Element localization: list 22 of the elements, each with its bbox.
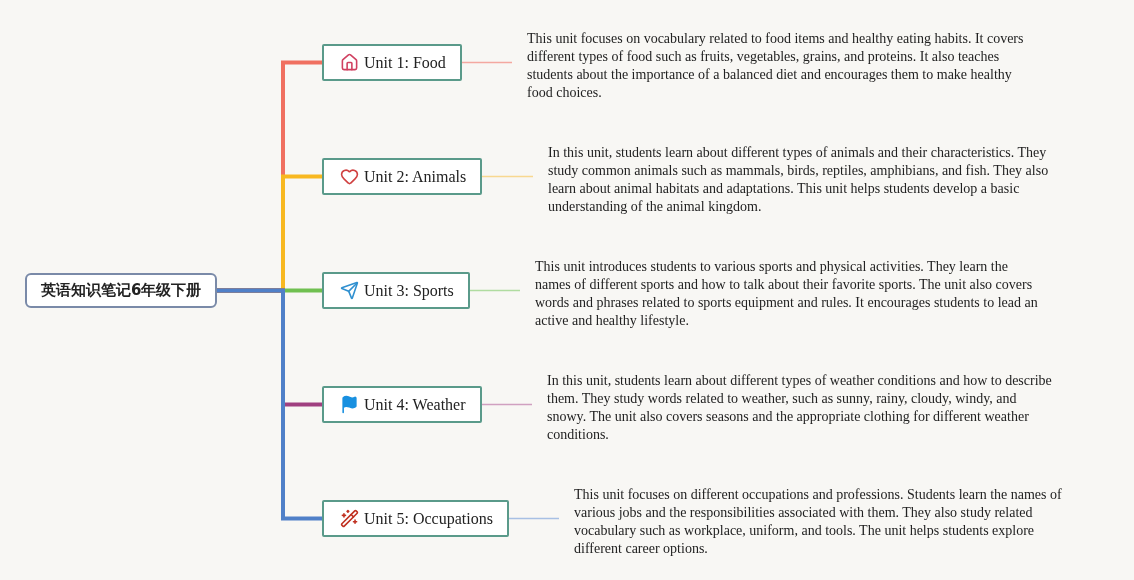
- topic-label: Unit 5: Occupations: [364, 509, 493, 528]
- topic-box: [322, 272, 470, 309]
- connector-line: [469, 289, 521, 292]
- connector-line: [481, 175, 534, 178]
- topic-note: This unit introduces students to various sports and physical activities. They learn the names of different sports and how to talk about their favorite sports. The unit also covers words and phrases related to sports equipment and rules. It encourages students to lead an active and healthy lifestyle.: [535, 259, 1038, 328]
- root-topic: 英语知识笔记6年级下册: [25, 273, 218, 308]
- topic-box: [322, 500, 509, 537]
- topic-label: Unit 4: Weather: [364, 395, 466, 414]
- topic-box: [322, 386, 482, 423]
- topic-box: [322, 158, 483, 195]
- topic-label: Unit 2: Animals: [364, 167, 467, 186]
- topic-note: This unit focuses on vocabulary related to food items and healthy eating habits. It covers different types of food such as fruits, vegetables, grains, and proteins. It also teaches students about the importance of a balanced diet and encourages them to make healthy food choices.: [527, 31, 1024, 100]
- topic-note: This unit focuses on different occupations and professions. Students learn the names of various jobs and the responsibilities associated with them. They also study related vocabulary such as workplace, uniform, and tools. The unit helps students explore different career options.: [574, 487, 1062, 556]
- connector-line: [481, 403, 533, 406]
- topic-note: In this unit, students learn about different types of animals and their characteristics. They study common animals such as mammals, birds, reptiles, amphibians, and fish. They also learn about animal habitats and adaptations. This unit helps students develop a basic understanding of the animal kingdom.: [548, 145, 1049, 214]
- connector-line: [508, 517, 560, 520]
- connector-line: [217, 288, 322, 521]
- topic-label: Unit 3: Sports: [364, 281, 454, 300]
- topic-box: [322, 44, 462, 81]
- topic-note: In this unit, students learn about different types of weather conditions and how to describe them. They study words related to weather, such as sunny, rainy, cloudy, windy, and snowy. The unit also covers seasons and the appropriate clothing for different weather conditions.: [547, 373, 1052, 442]
- topic-label: Unit 1: Food: [364, 53, 446, 72]
- connector-line: [461, 61, 513, 64]
